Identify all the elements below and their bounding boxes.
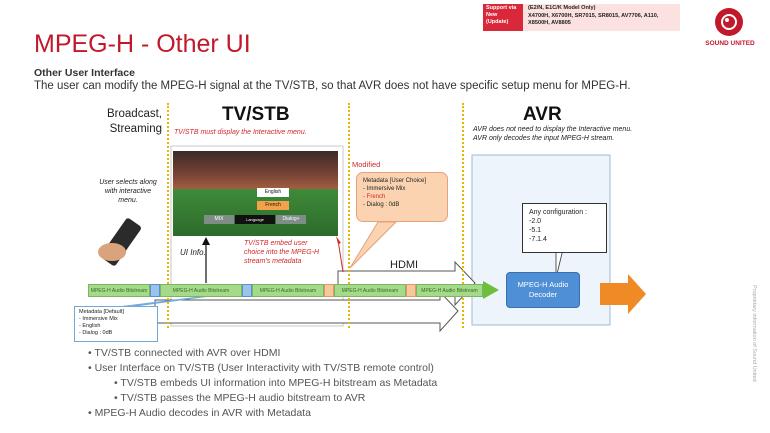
default-metadata-line1: - Immersive Mix bbox=[79, 316, 118, 322]
avr-header: AVR bbox=[523, 104, 562, 125]
section-subtitle: Other User Interface bbox=[34, 67, 135, 79]
avr-note-line2: AVR only decodes the input MPEG-H stream… bbox=[473, 135, 615, 142]
any-config-item: -2.0 bbox=[529, 218, 542, 225]
bullet-item: • TV/STB passes the MPEG-H audio bitstre… bbox=[114, 392, 366, 404]
bullet-text: MPEG-H Audio decodes in AVR with Metadat… bbox=[94, 407, 311, 419]
hdmi-label: HDMI bbox=[390, 259, 419, 271]
bitstream-chip: MPEG-H Audio Bitstream bbox=[334, 284, 406, 297]
logo-text: SOUND UNITED bbox=[705, 40, 755, 47]
any-config-item: -5.1 bbox=[529, 227, 542, 234]
support-models-line2: X4700H, X6700H, SR7015, SR8015, AV7706, … bbox=[528, 12, 659, 27]
bullet-text: TV/STB connected with AVR over HDMI bbox=[94, 347, 281, 359]
menu-language[interactable]: Language bbox=[235, 215, 275, 224]
modified-metadata-line1: - Immersive Mix bbox=[363, 186, 406, 192]
bitstream-chip: MPEG-H Audio Bitstream bbox=[416, 284, 483, 297]
menu-mix[interactable]: MIX bbox=[204, 215, 234, 224]
menu-french[interactable]: French bbox=[257, 201, 289, 210]
bullet-item: • MPEG-H Audio decodes in AVR with Metad… bbox=[88, 407, 311, 419]
metadata-default-marker bbox=[150, 284, 160, 297]
bullet-text: User Interface on TV/STB (User Interacti… bbox=[94, 362, 434, 374]
stb-note: TV/STB must display the Interactive menu… bbox=[174, 129, 307, 136]
avr-note: AVR does not need to display the Interac… bbox=[473, 125, 632, 143]
ui-info-label: UI Info. bbox=[180, 248, 206, 257]
separator-left bbox=[167, 103, 169, 328]
bullet-item: • TV/STB embeds UI information into MPEG… bbox=[114, 377, 438, 389]
avr-note-line1: AVR does not need to display the Interac… bbox=[473, 126, 633, 133]
support-label: Support via New (Update) bbox=[483, 4, 523, 31]
embed-note: TV/STB embed user choice into the MPEG-H… bbox=[244, 240, 320, 265]
tv-screen-image: English French MIX Language Dialog+ bbox=[173, 151, 338, 236]
stb-box bbox=[170, 145, 344, 327]
stb-header: TV/STB bbox=[222, 104, 290, 125]
bitstream-arrow bbox=[154, 290, 459, 333]
modified-callout-tail bbox=[349, 221, 398, 269]
section-description: The user can modify the MPEG-H signal at… bbox=[34, 80, 631, 92]
bullet-text: TV/STB embeds UI information into MPEG-H… bbox=[120, 377, 438, 389]
any-config-title: Any configuration : bbox=[529, 209, 587, 216]
support-models: (E2/N, E1C/K Model Only) X4700H, X6700H,… bbox=[523, 4, 680, 31]
bitstream-chip: MPEG-H Audio Bitstream bbox=[160, 284, 242, 297]
embed-arrow-head bbox=[336, 236, 341, 244]
metadata-modified-marker bbox=[406, 284, 416, 297]
modified-label: Modified bbox=[352, 160, 381, 169]
bullet-text: TV/STB passes the MPEG-H audio bitstream… bbox=[120, 392, 366, 404]
sound-united-logo-icon bbox=[715, 8, 743, 36]
modified-metadata-line2: - French bbox=[363, 194, 386, 200]
ui-info-arrow-head bbox=[202, 237, 210, 245]
default-metadata-title: Metadata [Default] bbox=[79, 309, 124, 315]
default-metadata-line3: - Dialog : 0dB bbox=[79, 330, 113, 336]
bitstream-chip: MPEG-H Audio Bitstream bbox=[252, 284, 324, 297]
metadata-default-marker bbox=[242, 284, 252, 297]
modified-metadata-line3: - Dialog : 0dB bbox=[363, 202, 400, 208]
bitstream-chip: MPEG-H Audio Bitstream bbox=[88, 284, 150, 297]
remote-control-icon bbox=[98, 218, 141, 266]
any-configuration-box: Any configuration : -2.0 -5.1 -7.1.4 bbox=[522, 203, 607, 253]
mpegh-decoder-box: MPEG-H Audio Decoder bbox=[506, 272, 580, 308]
page-title: MPEG-H - Other UI bbox=[34, 30, 251, 58]
default-metadata-line2: - English bbox=[79, 323, 101, 329]
embed-arrow bbox=[337, 239, 344, 273]
modified-metadata-title: Metadata [User Choice] bbox=[363, 178, 427, 184]
output-arrow bbox=[600, 274, 646, 314]
modified-metadata-box: Metadata [User Choice] - Immersive Mix -… bbox=[356, 172, 448, 222]
metadata-modified-marker bbox=[324, 284, 334, 297]
any-config-item: -7.1.4 bbox=[529, 236, 547, 243]
user-selects-note: User selects along with interactive menu… bbox=[99, 179, 157, 204]
football-pitch bbox=[173, 189, 338, 236]
separator-middle bbox=[348, 103, 350, 328]
broadcast-header: Broadcast, Streaming bbox=[107, 108, 162, 135]
default-metadata-box: Metadata [Default] - Immersive Mix - Eng… bbox=[74, 306, 158, 342]
menu-dialog[interactable]: Dialog+ bbox=[276, 215, 306, 224]
bullet-item: • TV/STB connected with AVR over HDMI bbox=[88, 347, 281, 359]
support-models-line1: (E2/N, E1C/K Model Only) bbox=[528, 5, 596, 11]
bullet-item: • User Interface on TV/STB (User Interac… bbox=[88, 362, 434, 374]
bitstream-arrow-head bbox=[483, 281, 499, 299]
separator-right bbox=[462, 103, 464, 328]
stadium-crowd bbox=[173, 151, 338, 191]
menu-english[interactable]: English bbox=[257, 188, 289, 197]
